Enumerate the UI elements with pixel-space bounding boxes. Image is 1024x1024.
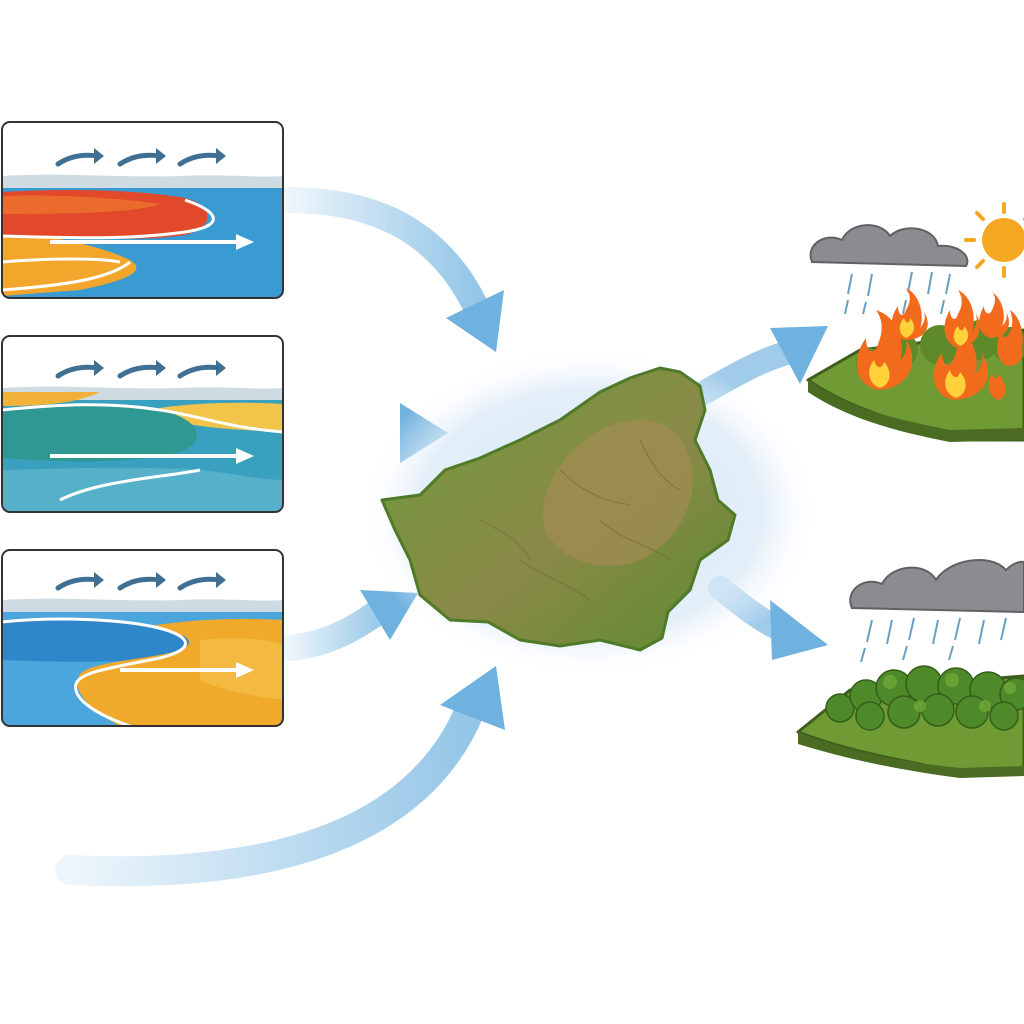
arrow-head-5 (770, 326, 828, 384)
terrain-texture (479, 439, 681, 601)
outcome-rain-forest (796, 558, 1024, 778)
fire-icon (933, 326, 989, 400)
cloud-icon (809, 224, 969, 268)
wind-arrows (55, 148, 226, 167)
current-arrow-icon (50, 448, 254, 464)
dry-highlands (543, 420, 693, 566)
neutral-surface-layer (2, 404, 197, 462)
fire-icon (891, 288, 928, 340)
fire-icon (979, 292, 1009, 338)
arrow-head-6 (770, 600, 828, 660)
arrow-head-1 (446, 290, 504, 352)
cool-surface-layer (2, 619, 189, 662)
current-arrow-icon (50, 234, 254, 250)
arrow-head-4 (440, 666, 505, 730)
fire-icon (988, 374, 1006, 400)
outcome-drought-fire (806, 202, 1024, 442)
ocean-panel-warm (1, 121, 284, 299)
current-arrow-icon (120, 662, 254, 678)
panel-frame (1, 549, 284, 727)
ocean-panel-cool (1, 549, 284, 727)
panel-frame (1, 335, 284, 513)
fire-icon (856, 310, 913, 390)
sun-icon (964, 202, 1024, 278)
ocean-panel-neutral (1, 335, 284, 513)
fire-icon (997, 310, 1023, 366)
wind-arrows (55, 360, 226, 379)
wind-arrows (55, 572, 226, 591)
rain-icon (844, 271, 951, 315)
arrow-panel1-to-center (275, 187, 488, 318)
panel-frame (1, 121, 284, 299)
arrow-panel3-to-center (275, 594, 398, 661)
rain-icon (860, 617, 1007, 663)
canopy-highlights (883, 673, 1016, 712)
central-region (360, 347, 820, 677)
fire-icon (944, 290, 980, 348)
cloud-icon (849, 558, 1024, 614)
arrow-bottom-to-center (55, 695, 485, 887)
